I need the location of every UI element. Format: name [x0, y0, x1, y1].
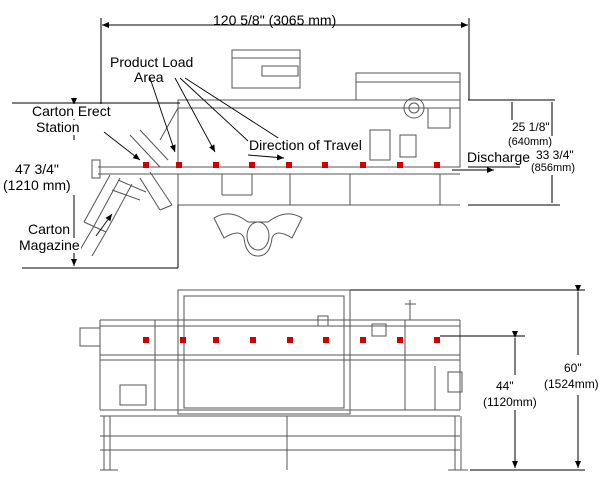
carton-magazine-label-line1: Carton [27, 221, 72, 237]
discharge-label: Discharge [466, 149, 532, 165]
discharge-unit [355, 72, 461, 101]
control-box [231, 49, 301, 89]
operator-figure-drawing [213, 213, 303, 257]
dim-60-mm-label: (1524mm) [543, 377, 600, 391]
side-view [79, 289, 585, 471]
top-view-markers [143, 162, 440, 168]
carton-erect-label-line1: Carton Erect [31, 103, 112, 119]
dim-44-inches-label: 44" [495, 379, 515, 393]
dim-25-inches-label: 25 1/8" [511, 120, 551, 134]
dim-25-mm-label: (640mm) [507, 136, 554, 149]
product-load-label-line2: Area [134, 69, 164, 85]
carton-magazine-drawing [79, 171, 173, 257]
dim-44-mm-label: (1120mm) [482, 395, 538, 409]
carton-magazine-label-line2: Magazine [18, 237, 81, 253]
direction-of-travel-label: Direction of Travel [248, 137, 363, 153]
width-inches-label: 47 3/4" [14, 161, 60, 177]
top-view [12, 18, 560, 269]
width-mm-label: (1210 mm) [2, 177, 72, 193]
drive-wheel [403, 97, 425, 119]
main-frame-top [177, 99, 461, 168]
product-load-label-line1: Product Load [110, 54, 194, 70]
dim-60-inches-label: 60" [563, 361, 583, 375]
dim-33-mm-label: (856mm) [530, 162, 577, 175]
carton-erect-label-line2: Station [35, 119, 81, 135]
side-view-markers [143, 337, 440, 343]
dim-33-inches-label: 33 3/4" [535, 148, 575, 162]
overall-length-label: 120 5/8" (3065 mm) [213, 12, 337, 28]
